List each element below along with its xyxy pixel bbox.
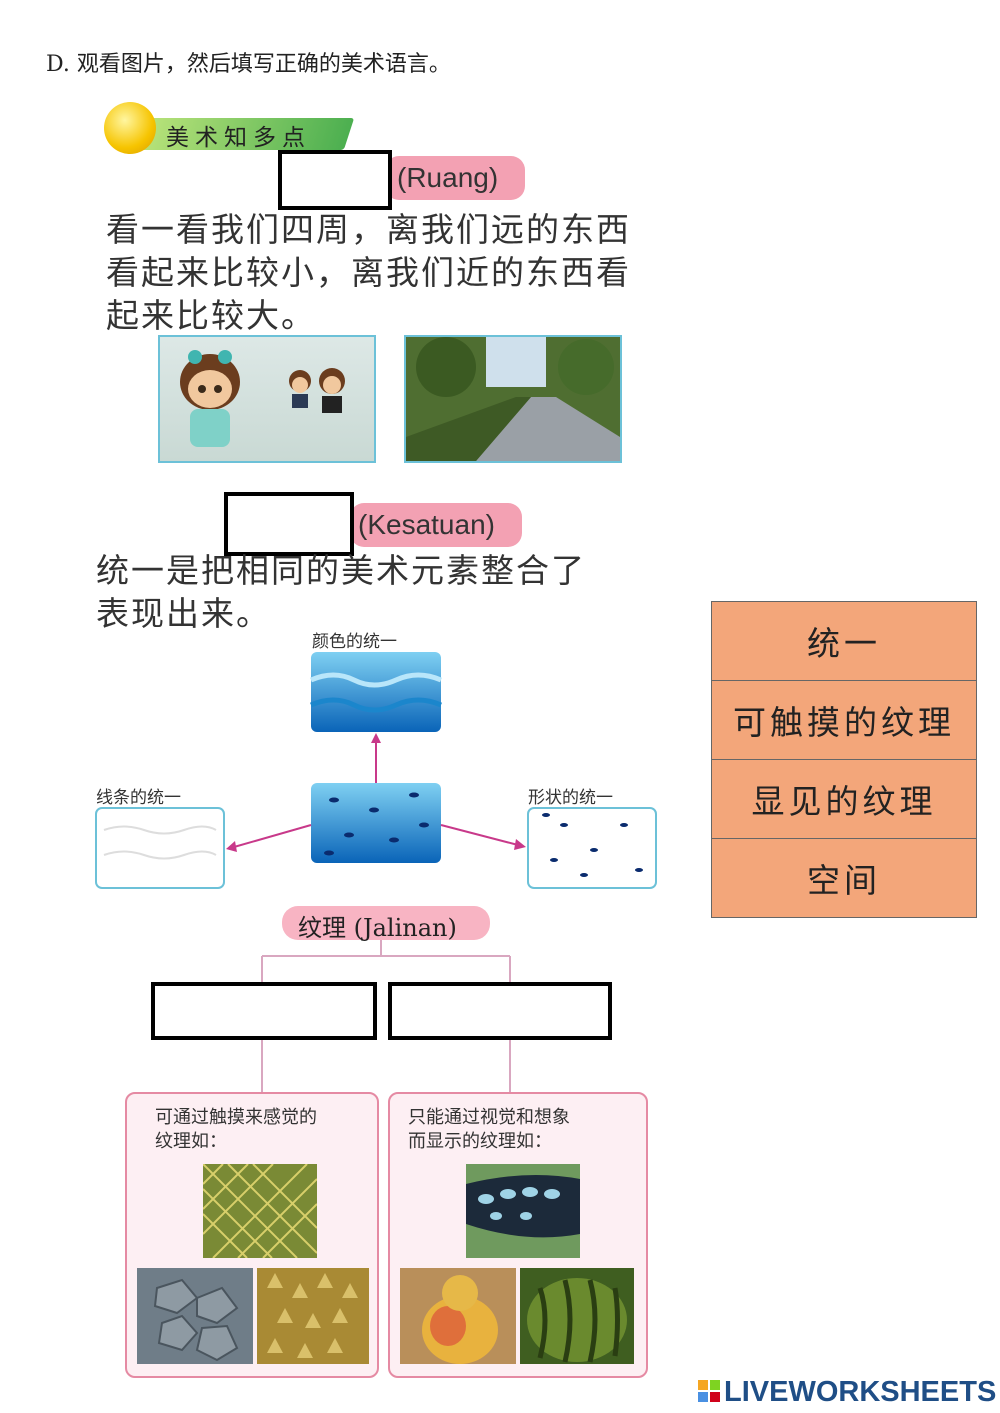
kesatuan-description: 统一是把相同的美术元素整合了 表现出来。 bbox=[96, 549, 586, 635]
visual-card-line-1: 只能通过视觉和想象 bbox=[408, 1107, 570, 1128]
pineapple-photo bbox=[202, 1163, 318, 1259]
tortoise-shell-photo bbox=[137, 1268, 253, 1364]
visual-card-line-2: 而显示的纹理如： bbox=[408, 1131, 552, 1152]
dolls-illustration bbox=[180, 350, 345, 447]
tactile-texture-answer-box[interactable] bbox=[151, 982, 377, 1040]
lightbulb-icon bbox=[104, 102, 156, 154]
ruang-line-2: 看起来比较小，离我们近的东西看 bbox=[106, 253, 631, 292]
kesatuan-line-1: 统一是把相同的美术元素整合了 bbox=[96, 551, 586, 590]
liveworksheets-brand: LIVEWORKSHEETS bbox=[724, 1376, 997, 1408]
kesatuan-pill: (Kesatuan) bbox=[350, 503, 522, 547]
road-illustration bbox=[406, 337, 620, 461]
banner-label: 美术知多点 bbox=[166, 125, 311, 151]
word-bank-item[interactable]: 显见的纹理 bbox=[712, 760, 976, 839]
visual-texture-card: 只能通过视觉和想象 而显示的纹理如： bbox=[388, 1092, 648, 1378]
visual-texture-answer-box[interactable] bbox=[388, 982, 612, 1040]
word-bank-item[interactable]: 统一 bbox=[712, 602, 976, 681]
pear-photo bbox=[400, 1268, 516, 1364]
tactile-card-line-1: 可通过触摸来感觉的 bbox=[155, 1107, 317, 1128]
color-unity-label: 颜色的统一 bbox=[312, 632, 397, 652]
shape-unity-label: 形状的统一 bbox=[528, 788, 613, 808]
tactile-card-line-2: 纹理如： bbox=[155, 1131, 227, 1152]
unity-diagram: 颜色的统一 线条的统一 形状的统一 bbox=[84, 625, 674, 895]
liveworksheets-logo-icon bbox=[698, 1380, 720, 1402]
visual-card-text: 只能通过视觉和想象 而显示的纹理如： bbox=[408, 1106, 570, 1154]
ruang-term: (Ruang) bbox=[397, 162, 499, 193]
kesatuan-answer-box[interactable] bbox=[224, 492, 354, 556]
pineapple-texture bbox=[202, 1163, 318, 1259]
watermelon-texture bbox=[520, 1268, 634, 1364]
unity-diagram-graphics bbox=[95, 652, 657, 889]
kesatuan-term: (Kesatuan) bbox=[358, 509, 495, 540]
pear-illustration bbox=[400, 1268, 516, 1364]
kesatuan-line-2: 表现出来。 bbox=[96, 594, 271, 633]
durian-photo bbox=[257, 1268, 369, 1364]
jalinan-pill: 纹理 (Jalinan) bbox=[282, 906, 490, 942]
tactile-texture-card: 可通过触摸来感觉的 纹理如： bbox=[125, 1092, 379, 1378]
road-photo bbox=[404, 335, 622, 463]
ruang-answer-box[interactable] bbox=[278, 150, 392, 210]
art-knowledge-banner: 美术知多点 bbox=[104, 96, 355, 154]
word-bank-item[interactable]: 可触摸的纹理 bbox=[712, 681, 976, 760]
tactile-card-text: 可通过触摸来感觉的 纹理如： bbox=[155, 1106, 317, 1154]
word-bank: 统一 可触摸的纹理 显见的纹理 空间 bbox=[711, 601, 977, 918]
durian-texture bbox=[257, 1268, 369, 1364]
logo-squares bbox=[698, 1380, 720, 1402]
butterfly-photo bbox=[466, 1164, 580, 1258]
ruang-line-1: 看一看我们四周，离我们远的东西 bbox=[106, 210, 631, 249]
word-bank-item[interactable]: 空间 bbox=[807, 861, 881, 900]
ruang-pill: (Ruang) bbox=[385, 156, 525, 200]
butterfly-wing bbox=[466, 1164, 580, 1258]
jalinan-title: 纹理 (Jalinan) bbox=[298, 914, 457, 942]
dolls-photo bbox=[158, 335, 376, 463]
ruang-description: 看一看我们四周，离我们远的东西 看起来比较小，离我们近的东西看 起来比较大。 bbox=[106, 208, 631, 337]
shell-texture bbox=[137, 1268, 253, 1364]
ruang-line-3: 起来比较大。 bbox=[106, 296, 316, 335]
line-unity-label: 线条的统一 bbox=[96, 788, 181, 808]
watermelon-photo bbox=[520, 1268, 634, 1364]
instruction-text: D. 观看图片，然后填写正确的美术语言。 bbox=[46, 52, 451, 77]
